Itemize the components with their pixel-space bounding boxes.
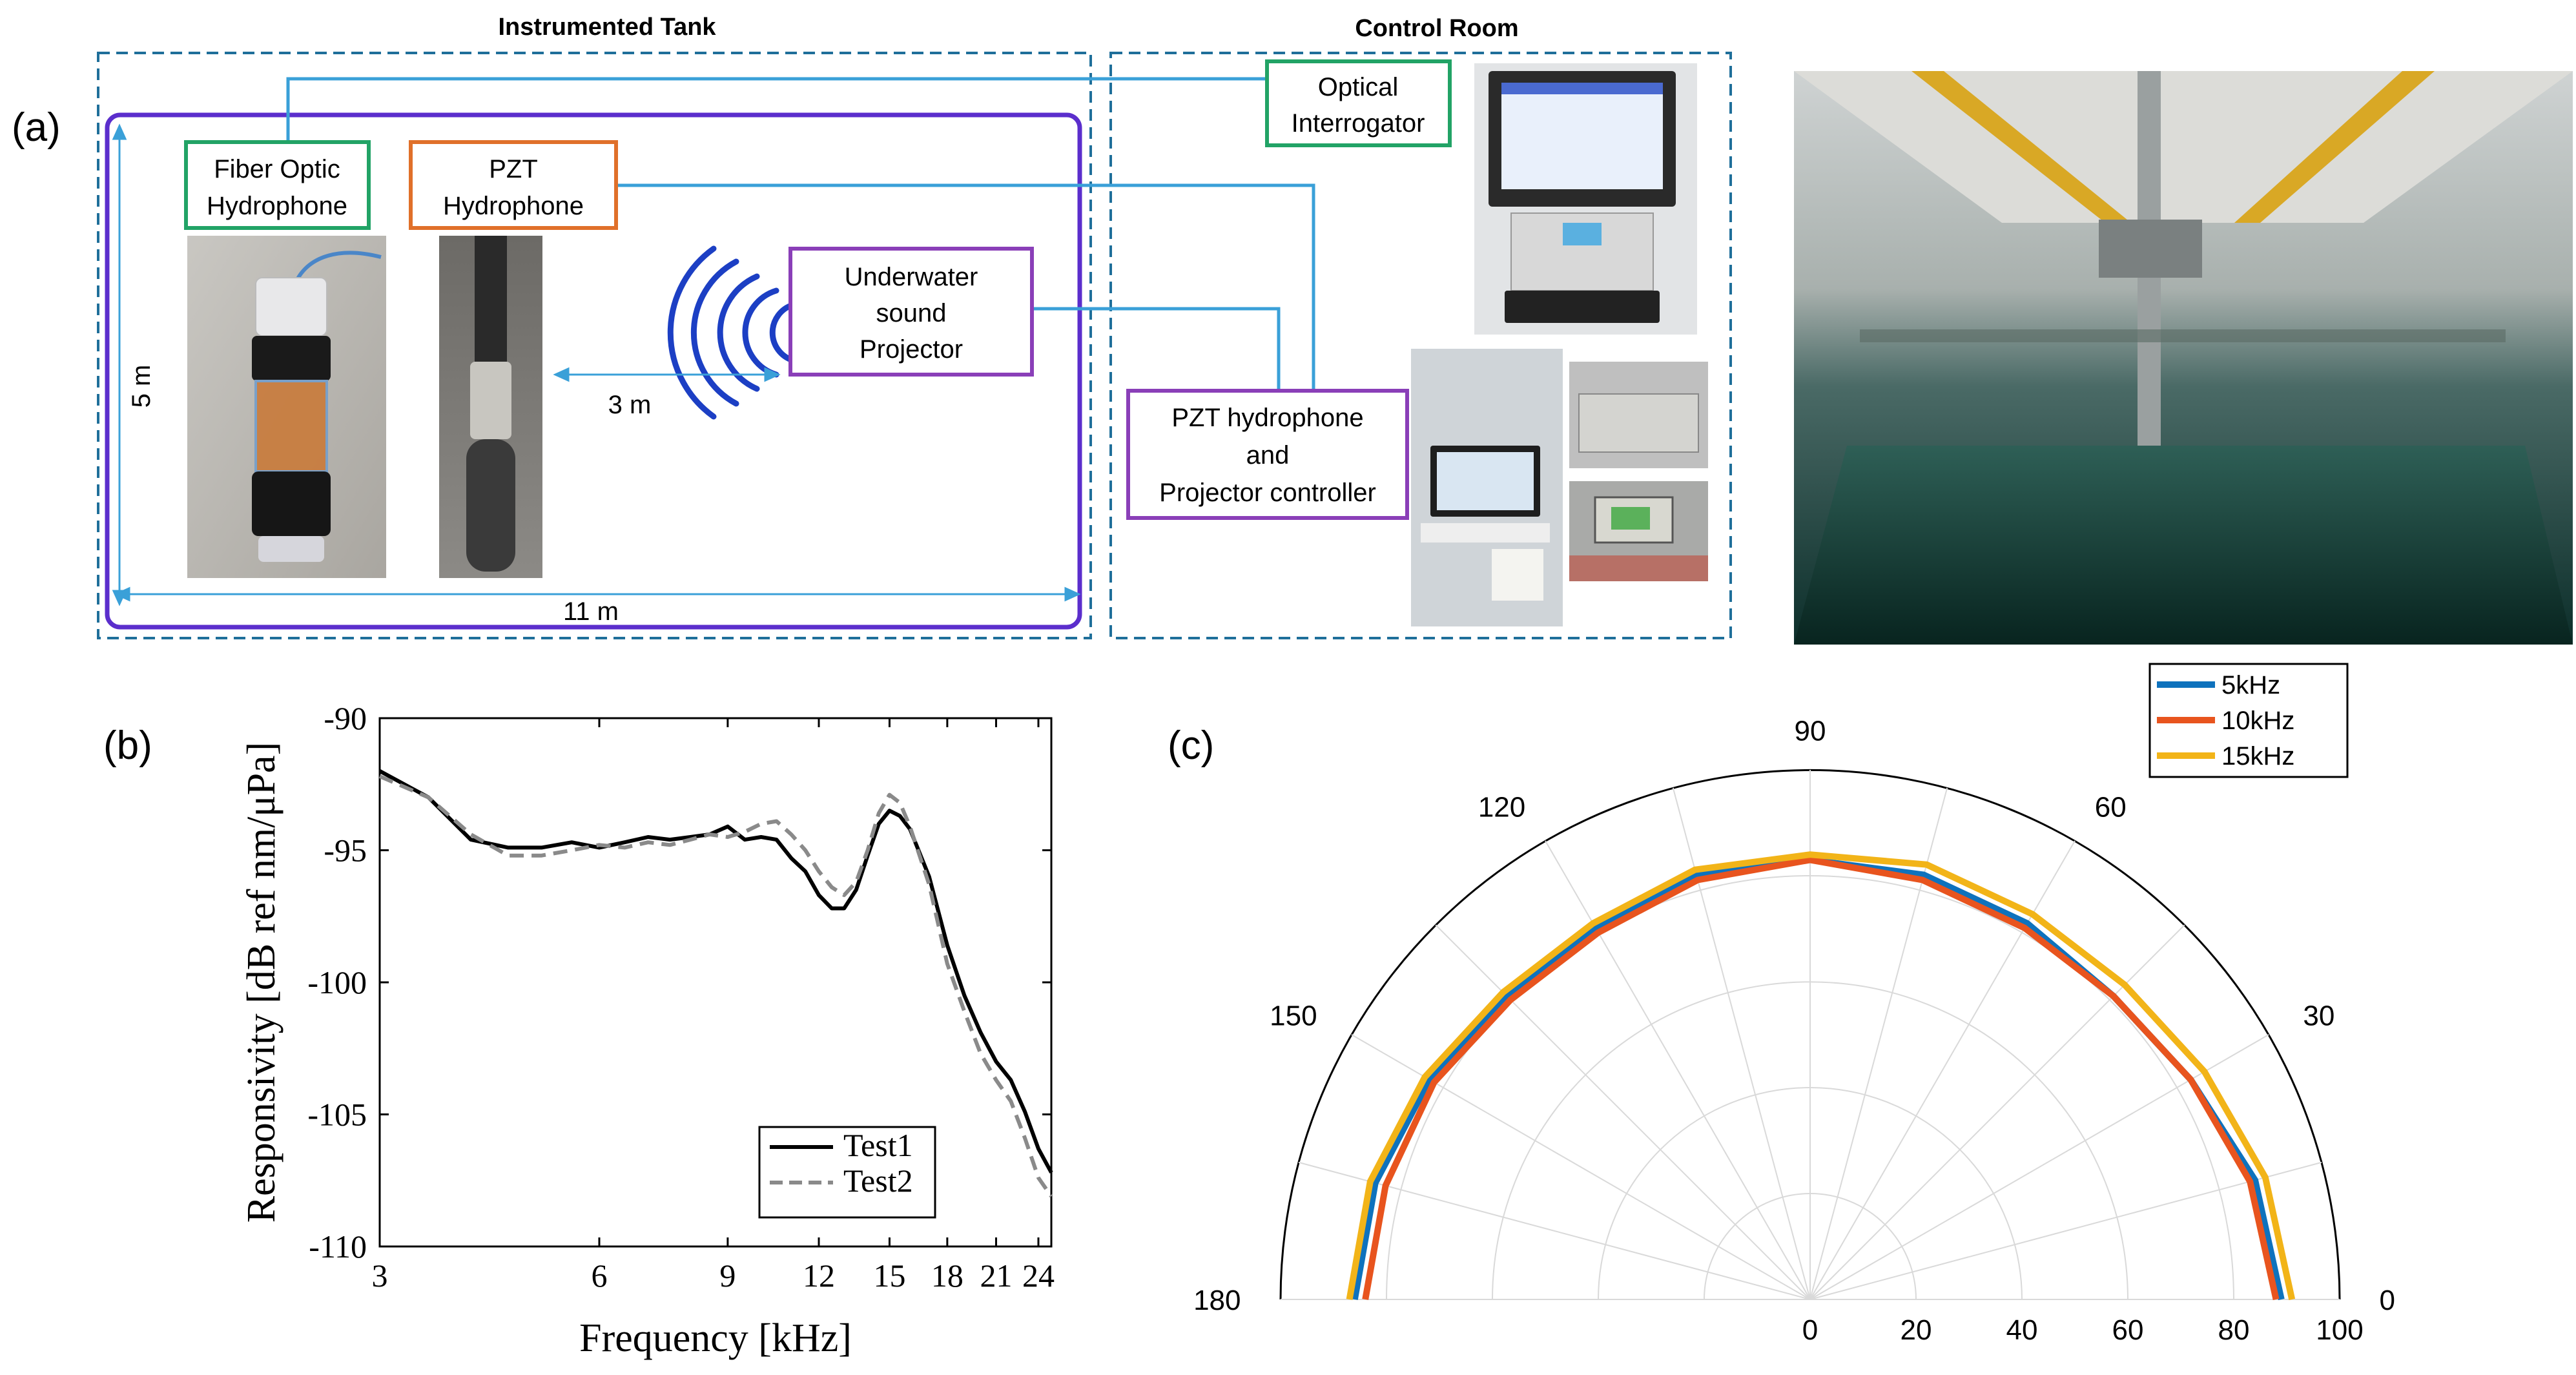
x-tick-label: 18 [931, 1257, 963, 1294]
r-tick-label: 100 [2316, 1314, 2363, 1346]
controller-box-line-2: and [1246, 441, 1290, 470]
pzt-hydrophone-box: PZT Hydrophone [409, 140, 618, 230]
series-line-5khz [1351, 856, 2285, 1301]
series-line-15khz [1346, 851, 2296, 1301]
x-tick-label: 24 [1022, 1257, 1055, 1294]
x-tick-label: 9 [719, 1257, 736, 1294]
pzt-box-line-1: PZT [489, 155, 538, 183]
series-line-10khz [1362, 856, 2280, 1301]
angular-grid-line [1351, 1034, 1811, 1300]
y-tick-label: -110 [309, 1228, 367, 1265]
y-tick-label: -100 [307, 964, 367, 1000]
theta-tick-label: 150 [1270, 1000, 1317, 1031]
angular-grid-line [1809, 1034, 2269, 1300]
angular-grid-line [1809, 1161, 2322, 1300]
r-tick-label: 80 [2218, 1314, 2250, 1346]
legend-label-5khz: 5kHz [2221, 671, 2280, 699]
controller-photos [1411, 349, 1708, 626]
r-tick-label: 40 [2006, 1314, 2038, 1346]
control-room-title: Control Room [1355, 15, 1518, 42]
dimension-arrows [112, 123, 1081, 606]
tank-photo [1794, 71, 2573, 645]
angular-grid-line [1545, 840, 1811, 1300]
x-tick-label: 6 [591, 1257, 607, 1294]
cables [286, 77, 1315, 391]
x-axis-label: Frequency [kHz] [579, 1316, 852, 1360]
plot-area [378, 717, 1053, 1248]
fiber-cable [286, 77, 1267, 143]
x-tick-label: 3 [372, 1257, 388, 1294]
theta-tick-label: 180 [1193, 1285, 1241, 1316]
y-tick-label: -105 [307, 1097, 367, 1133]
interrogator-photo [1474, 63, 1697, 335]
y-tick-label: -90 [324, 700, 367, 736]
fiber-hydrophone-photo [187, 236, 386, 578]
controller-box-line-1: PZT hydrophone [1171, 404, 1363, 432]
projector-box: Underwater sound Projector [788, 247, 1034, 377]
theta-tick-label: 120 [1478, 792, 1525, 823]
theta-tick-label: 60 [2095, 792, 2127, 823]
fiber-box-line-1: Fiber Optic [214, 155, 340, 183]
theta-tick-label: 30 [2303, 1000, 2334, 1031]
legend-label-test2: Test2 [843, 1163, 913, 1199]
length-label: 11 m [563, 597, 619, 626]
angular-grid-line [1809, 840, 2076, 1300]
series-line-test2 [378, 774, 1053, 1198]
y-tick-label: -95 [324, 832, 367, 869]
projector-box-line-2: sound [876, 299, 947, 327]
tank-title: Instrumented Tank [498, 14, 716, 41]
angular-grid-line [1809, 924, 2185, 1300]
legend-box [758, 1126, 936, 1219]
fiber-box-line-2: Hydrophone [207, 192, 347, 220]
depth-label: 5 m [127, 365, 156, 408]
polar-grid [1279, 769, 2341, 1300]
projector-box-line-1: Underwater [845, 263, 978, 291]
tank-outline [105, 112, 1082, 630]
legend: 5kHz 10kHz 15kHz [2148, 663, 2349, 778]
pzt-cable [617, 183, 1315, 391]
x-tick-label: 15 [873, 1257, 905, 1294]
theta-tick-label: 90 [1795, 716, 1826, 747]
panel-c-label: (c) [1168, 723, 1214, 768]
panel-a: (a) Instrumented Tank Control Room Fiber… [12, 14, 2573, 645]
polar-directivity-chart: 0 30 60 90 120 150 180 0 20 40 60 80 100 5kHz 10kHz 15k… [1193, 663, 2395, 1346]
y-axis-label: Responsivity [dB ref nm/μPa] [240, 742, 283, 1223]
pzt-box-line-2: Hydrophone [443, 192, 584, 220]
x-tick-label: 12 [803, 1257, 835, 1294]
control-room-region [1109, 52, 1732, 639]
projector-box-line-3: Projector [860, 335, 963, 364]
panel-b: (b) 3 6 9 12 15 18 21 24 -110 -105 -100 -95 -90Frequ… [103, 700, 1055, 1360]
controller-box-line-3: Projector controller [1159, 479, 1376, 507]
r-tick-label: 20 [1901, 1314, 1932, 1346]
legend-label-10khz: 10kHz [2221, 707, 2294, 735]
panel-b-label: (b) [103, 723, 152, 768]
theta-tick-label: 0 [2380, 1285, 2395, 1316]
panel-a-label: (a) [12, 105, 61, 150]
legend-label-15khz: 15kHz [2221, 742, 2294, 770]
optical-interrogator-box: Optical Interrogator [1265, 59, 1452, 147]
sound-waves-icon [667, 245, 796, 420]
x-tick-label: 21 [980, 1257, 1012, 1294]
controller-box: PZT hydrophone and Projector controller [1126, 389, 1409, 520]
optical-box-line-1: Optical [1318, 73, 1399, 101]
pzt-hydrophone-photo [439, 236, 542, 578]
legend-label-test1: Test1 [843, 1127, 913, 1163]
responsivity-chart: 3 6 9 12 15 18 21 24 -110 -105 -100 -95 -90Frequency… [240, 700, 1055, 1360]
instrumented-tank-region [97, 52, 1092, 639]
optical-box-line-2: Interrogator [1292, 109, 1425, 138]
r-tick-label: 0 [1802, 1314, 1818, 1346]
distance-label: 3 m [608, 391, 652, 419]
projector-cable [1033, 307, 1281, 391]
panel-c: (c) 0 30 60 90 120 150 180 0 20 40 60 80 100 5kHz 10kH… [1168, 663, 2395, 1346]
series-line-test1 [378, 769, 1053, 1173]
r-tick-label: 60 [2112, 1314, 2144, 1346]
angular-grid-line [1435, 924, 1811, 1300]
fiber-optic-hydrophone-box: Fiber Optic Hydrophone [184, 140, 371, 230]
